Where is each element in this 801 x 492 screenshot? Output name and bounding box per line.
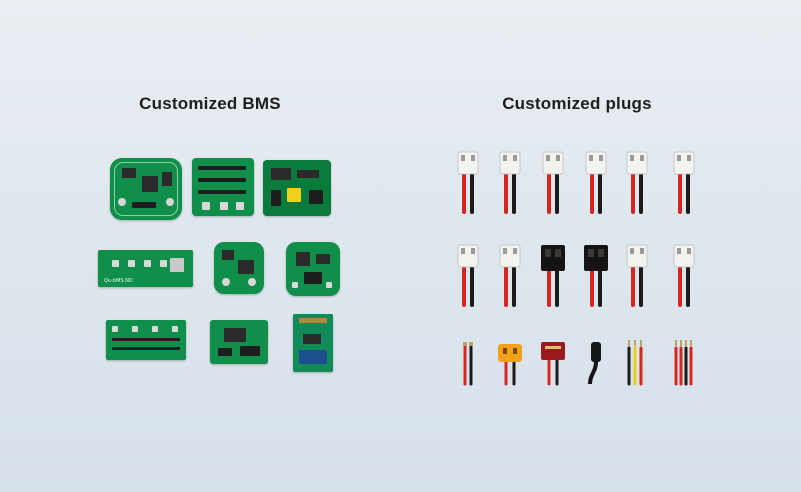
plugs-title: Customized plugs bbox=[502, 94, 652, 113]
plug-bare-wire-leads bbox=[450, 338, 486, 404]
bms-title: Customized BMS bbox=[139, 94, 281, 113]
plug-multi-wire-leads bbox=[619, 338, 655, 404]
bms-board-6 bbox=[286, 242, 340, 296]
plug-multi-wire-leads bbox=[666, 338, 702, 404]
plug-black-sm-connector bbox=[535, 243, 571, 309]
plug-white-2pin-connector bbox=[666, 150, 702, 216]
plug-white-2pin-connector bbox=[535, 150, 571, 216]
bms-board-1 bbox=[110, 158, 182, 220]
plug-white-2pin-connector bbox=[619, 243, 655, 309]
plug-white-2pin-connector bbox=[619, 150, 655, 216]
plug-dc-barrel-connector bbox=[578, 338, 614, 404]
plug-white-2pin-connector bbox=[492, 150, 528, 216]
bms-board-4: Qu-bMS.ND bbox=[98, 250, 193, 287]
plug-white-2pin-connector bbox=[450, 243, 486, 309]
plug-white-2pin-connector bbox=[666, 243, 702, 309]
bms-board-7 bbox=[106, 320, 186, 360]
bms-board-8 bbox=[210, 320, 268, 364]
bms-board-4-label: Qu-bMS.ND bbox=[104, 278, 133, 284]
plug-white-2pin-connector bbox=[578, 150, 614, 216]
plug-white-2pin-connector bbox=[492, 243, 528, 309]
bms-board-5 bbox=[214, 242, 264, 294]
bms-board-3 bbox=[263, 160, 331, 216]
bms-board-9 bbox=[293, 314, 333, 372]
plug-black-sm-connector bbox=[578, 243, 614, 309]
bms-board-2 bbox=[192, 158, 254, 216]
plug-yellow-xt-connector bbox=[492, 338, 528, 404]
plug-red-t-connector bbox=[535, 338, 571, 404]
plug-white-2pin-connector bbox=[450, 150, 486, 216]
